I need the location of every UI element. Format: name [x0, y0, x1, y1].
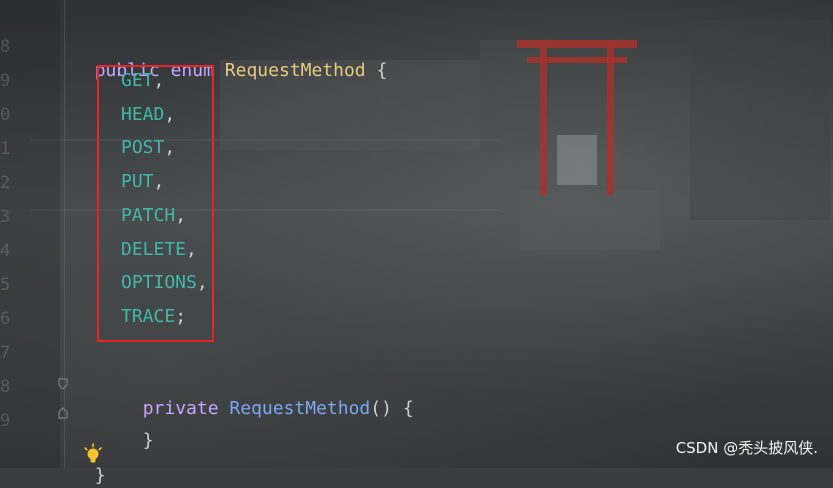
watermark: CSDN @秃头披风侠.: [675, 439, 818, 457]
highlight-box: [97, 65, 214, 342]
punctuation: ;: [175, 306, 187, 327]
close-brace: }: [142, 430, 154, 451]
punctuation: ,: [196, 272, 208, 293]
punctuation: ,: [164, 137, 176, 158]
fold-marker-icon[interactable]: [56, 406, 70, 420]
enum-constant: HEAD: [121, 104, 165, 125]
enum-constant: GET: [121, 70, 154, 91]
punctuation: ,: [186, 239, 197, 260]
enum-constant-line[interactable]: TRACE;: [121, 305, 186, 329]
close-brace: }: [94, 465, 106, 486]
editor-background: [0, 0, 833, 468]
enum-constant: PUT: [121, 171, 154, 192]
code-line-constructor-close[interactable]: }: [121, 405, 154, 453]
line-number: 8: [0, 37, 11, 57]
enum-constant: PATCH: [121, 205, 176, 226]
line-number: 9: [0, 71, 11, 91]
keyword-private: private: [142, 398, 219, 419]
open-brace: {: [376, 60, 388, 81]
enum-constant: DELETE: [121, 239, 187, 260]
line-number: 0: [0, 105, 11, 125]
line-number: 1: [0, 139, 11, 159]
enum-name: RequestMethod: [224, 60, 366, 81]
enum-constant: POST: [121, 137, 165, 158]
enum-constant-line[interactable]: GET,: [121, 69, 164, 93]
enum-constant-line[interactable]: PATCH,: [121, 204, 186, 228]
background-scene: [30, 139, 660, 250]
line-number-gutter: [0, 0, 60, 468]
punctuation: ,: [175, 205, 187, 226]
enum-constant-line[interactable]: OPTIONS,: [121, 271, 208, 295]
line-number: 8: [0, 377, 11, 397]
line-number: 7: [0, 343, 11, 363]
line-number: 9: [0, 411, 11, 431]
punctuation: ,: [164, 104, 176, 125]
fold-marker-icon[interactable]: [56, 377, 70, 391]
lightbulb-icon[interactable]: [82, 443, 104, 465]
gutter-separator: [64, 0, 65, 468]
punctuation: ,: [153, 70, 165, 91]
enum-constant: OPTIONS: [121, 272, 197, 293]
enum-constant: TRACE: [121, 306, 176, 327]
constructor-name: RequestMethod: [229, 398, 371, 419]
line-number: 4: [0, 241, 11, 261]
enum-constant-line[interactable]: POST,: [121, 136, 175, 160]
torii-gate-illustration: [517, 40, 637, 195]
line-number: 3: [0, 207, 11, 227]
parentheses: (): [370, 398, 392, 419]
line-number: 5: [0, 275, 11, 295]
line-number: 2: [0, 173, 11, 193]
punctuation: ,: [153, 171, 165, 192]
enum-constant-line[interactable]: PUT,: [121, 170, 164, 194]
line-number: 6: [0, 309, 11, 329]
enum-constant-line[interactable]: HEAD,: [121, 103, 175, 127]
enum-constant-line[interactable]: DELETE,: [121, 238, 197, 262]
open-brace: {: [402, 398, 414, 419]
code-line-constructor[interactable]: private RequestMethod() {: [121, 373, 414, 421]
